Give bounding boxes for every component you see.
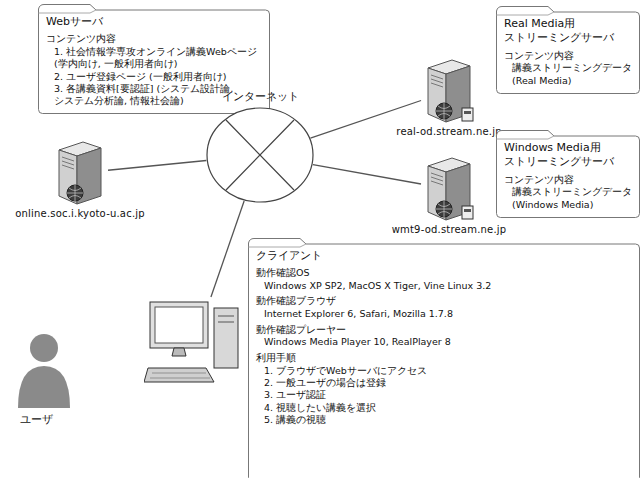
callout-item: 講義ストリーミングデータ (Real Media) (504, 62, 632, 87)
client-computer (144, 298, 244, 394)
server-icon (422, 58, 476, 124)
callout-heading: クライアント (256, 249, 632, 263)
network-link (313, 165, 421, 184)
server-icon (53, 140, 107, 206)
user-figure (14, 330, 74, 408)
host-name: real-od.stream.ne.jp (388, 126, 510, 137)
user-label: ユーザ (20, 412, 53, 427)
network-link (108, 160, 206, 170)
callout-item: Windows Media Player 10, RealPlayer 8 (256, 336, 632, 348)
server-node: online.soc.i.kyoto-u.ac.jp (4, 140, 156, 219)
user-node: ユーザ (6, 290, 250, 440)
server-node: wmt9-od.stream.ne.jp (388, 156, 510, 235)
callout-box: Windows Media用 ストリーミングサーバコンテンツ内容講義ストリーミン… (496, 130, 640, 218)
section-label: 動作確認ブラウザ (256, 295, 632, 308)
callout-item: 1. 社会情報学専攻オンライン講義Webページ (学内向け, 一般利用者向け) (46, 46, 262, 71)
section-label: コンテンツ内容 (504, 174, 632, 187)
section-label: 動作確認プレーヤー (256, 324, 632, 337)
section-label: 動作確認OS (256, 267, 632, 280)
callout-heading: Real Media用 ストリーミングサーバ (504, 17, 632, 46)
internet-node: インターネット (202, 90, 318, 205)
network-label: インターネット (202, 90, 318, 103)
callout-heading: Windows Media用 ストリーミングサーバ (504, 141, 632, 170)
section-label: コンテンツ内容 (504, 50, 632, 63)
network-link (211, 201, 244, 297)
host-name: wmt9-od.stream.ne.jp (388, 224, 510, 235)
callout-box: クライアント動作確認OSWindows XP SP2, MacOS X Tige… (248, 238, 640, 478)
internet-cloud (204, 105, 316, 205)
callout-box: Real Media用 ストリーミングサーバコンテンツ内容講義ストリーミングデー… (496, 6, 640, 94)
server-node: real-od.stream.ne.jp (388, 58, 510, 137)
callout-item: 講義ストリーミングデータ (Windows Media) (504, 186, 632, 211)
callout-heading: Webサーバ (46, 15, 262, 29)
section-label: 利用手順 (256, 352, 632, 365)
callout-item: 5. 講義の視聴 (256, 414, 632, 426)
callout-item: Windows XP SP2, MacOS X Tiger, Vine Linu… (256, 280, 632, 292)
callout-item: 1. ブラウザでWebサーバにアクセス (256, 365, 632, 377)
section-label: コンテンツ内容 (46, 33, 262, 46)
server-icon (422, 156, 476, 222)
callout-item: 2. ユーザ登録ページ (一般利用者向け) (46, 71, 262, 83)
callout-item: Internet Explorer 6, Safari, Mozilla 1.7… (256, 308, 632, 320)
callout-item: 4. 視聴したい講義を選択 (256, 402, 632, 414)
callout-item: 2. 一般ユーザの場合は登録 (256, 377, 632, 389)
callout-item: 3. ユーザ認証 (256, 389, 632, 401)
host-name: online.soc.i.kyoto-u.ac.jp (4, 208, 156, 219)
